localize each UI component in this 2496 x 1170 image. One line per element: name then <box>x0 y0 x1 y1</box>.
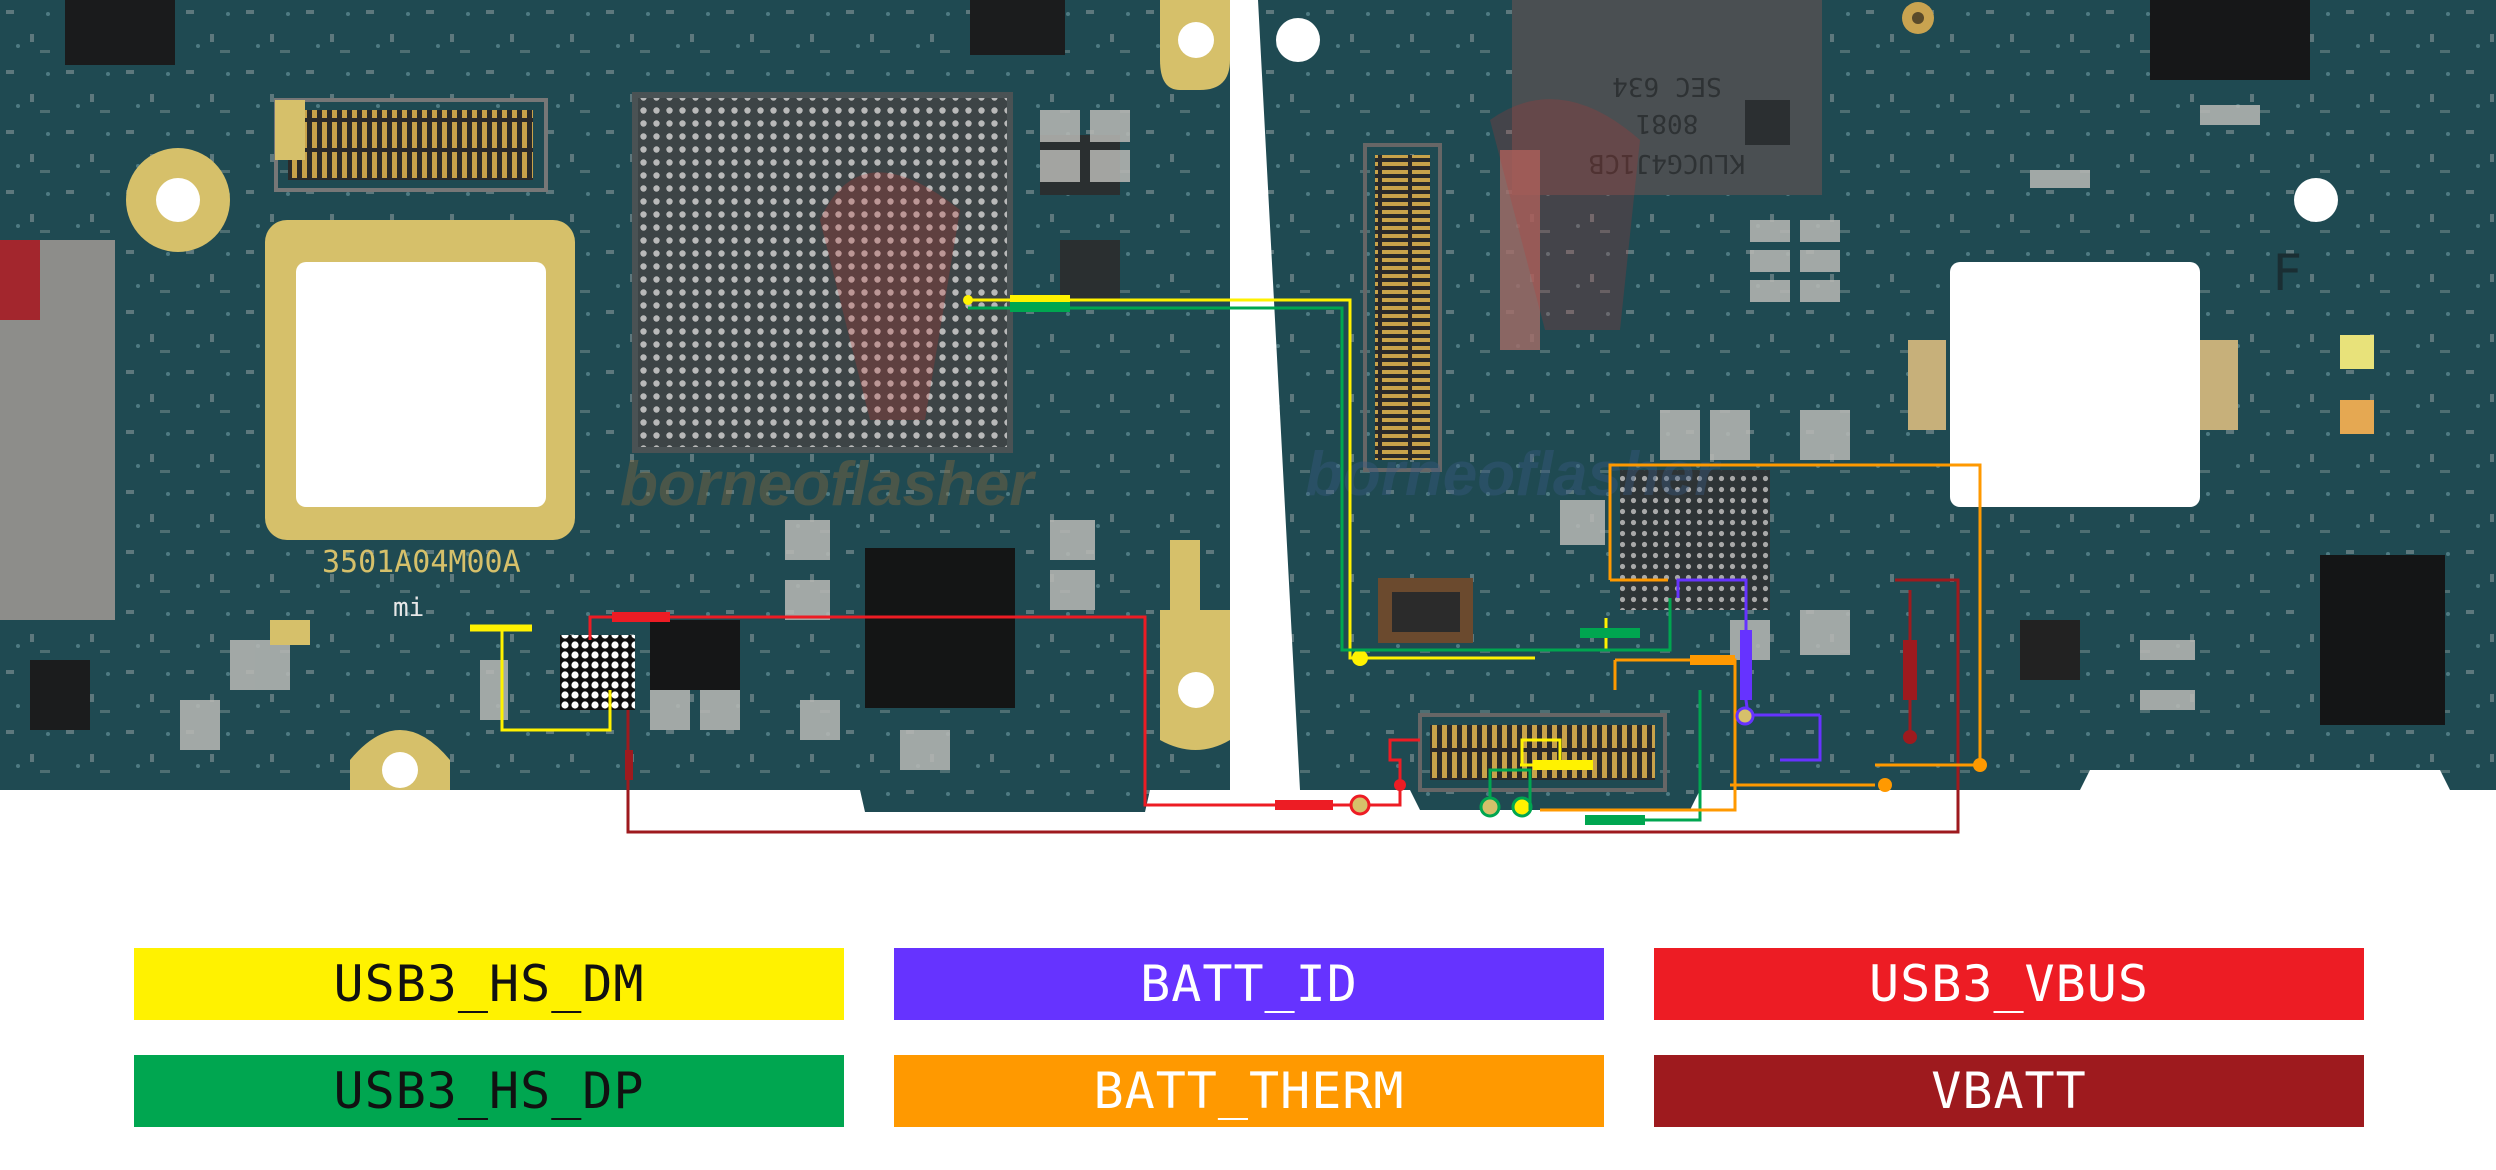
legend-label: VBATT <box>1931 1062 2087 1120</box>
top-left-connector <box>288 110 533 180</box>
mounting-hole-left-mid <box>1160 0 1230 90</box>
mounting-hole-left-top <box>126 148 230 252</box>
pmic-chip <box>865 548 1015 708</box>
corner-letter: F <box>2272 244 2302 302</box>
chip-marking-line-2: 8081 <box>1636 108 1699 138</box>
pcb-marking: 3501A04M00A <box>322 545 521 580</box>
legend-batt-therm: BATT_THERM <box>894 1055 1604 1127</box>
emmc-chip <box>1512 0 1822 195</box>
legend-label: BATT_THERM <box>1093 1062 1405 1120</box>
left-window <box>296 262 546 507</box>
legend-label: BATT_ID <box>1140 955 1358 1013</box>
chip-marking-line-1: KLUCG4J1CB <box>1589 148 1746 178</box>
legend-label: USB3_HS_DM <box>333 955 645 1013</box>
watermark-left: borneoflasher <box>620 450 1036 519</box>
watermark-right: borneoflasher <box>1305 440 1721 509</box>
legend-usb3-hs-dm: USB3_HS_DM <box>134 948 844 1020</box>
right-window <box>1950 262 2200 507</box>
trace-batt-therm <box>1540 463 1982 812</box>
mounting-hole-left-bottom <box>350 730 450 790</box>
pcb-board-photo: KLUCG4J1CB 8081 SEC 634 3501A04M00A mi F… <box>0 0 2496 834</box>
usb-ic-pads <box>560 635 635 710</box>
mounting-hole-right-top <box>1276 18 1320 62</box>
pcb-logo: mi <box>393 593 424 623</box>
legend-label: USB3_VBUS <box>1869 955 2149 1013</box>
legend-label: USB3_HS_DP <box>333 1062 645 1120</box>
legend-vbatt: VBATT <box>1654 1055 2364 1127</box>
chip-marking-line-3: SEC 634 <box>1612 71 1722 101</box>
soc-bga <box>635 95 1010 450</box>
legend-usb3-vbus: USB3_VBUS <box>1654 948 2364 1020</box>
mounting-hole-right-cutout <box>1160 610 1230 750</box>
battery-connector <box>1430 725 1655 780</box>
legend-usb3-hs-dp: USB3_HS_DP <box>134 1055 844 1127</box>
mounting-hole-right-edge <box>2294 178 2338 222</box>
right-pcb <box>1258 0 2496 810</box>
display-connector <box>1375 155 1430 460</box>
legend-batt-id: BATT_ID <box>894 948 1604 1020</box>
